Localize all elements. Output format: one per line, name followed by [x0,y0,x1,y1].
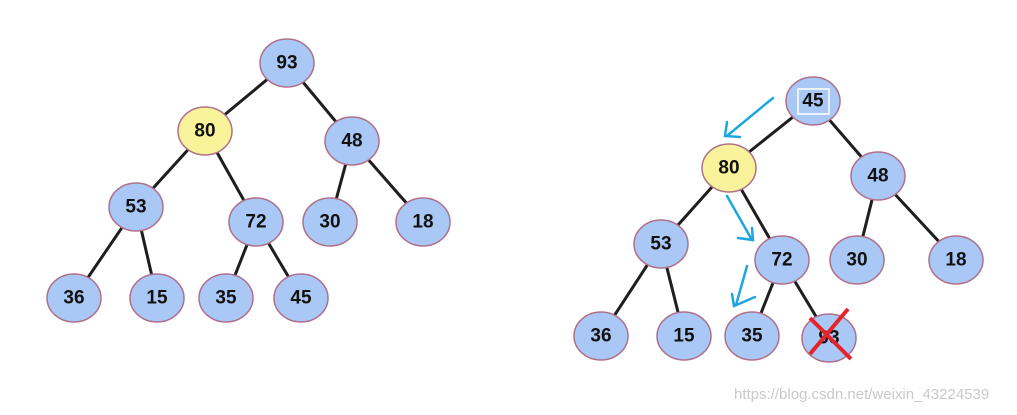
left-tree: 93 80 48 53 72 30 18 36 15 35 45 [46,38,451,323]
node-label: 72 [771,250,792,271]
tree-node: 18 [395,197,451,247]
node-label: 36 [63,288,84,309]
tree-node-root: 45 [785,76,841,126]
node-label: 35 [215,288,237,309]
node-label: 93 [276,53,297,74]
node-label: 15 [673,326,695,347]
arrow-icon [730,264,757,308]
tree-node: 36 [46,273,102,323]
node-label: 72 [245,212,266,233]
tree-node-highlighted: 80 [701,143,757,193]
node-label: 45 [290,288,312,309]
node-label: 18 [412,212,433,233]
tree-node: 30 [302,197,358,247]
tree-node: 48 [324,116,380,166]
arrow-icon [723,96,775,139]
left-edges [72,61,425,299]
cross-icon [808,307,853,361]
tree-node: 72 [228,197,284,247]
tree-node: 35 [198,273,254,323]
node-label: 18 [945,250,966,271]
node-label: 80 [194,121,215,142]
tree-node: 15 [129,273,185,323]
tree-node: 53 [108,182,164,232]
tree-node: 48 [850,151,906,201]
watermark: https://blog.csdn.net/weixin_43224539 [734,386,990,403]
node-label: 45 [802,91,824,112]
right-edges [599,99,958,339]
node-label: 15 [146,288,168,309]
tree-node: 36 [573,311,629,361]
node-label: 36 [590,326,611,347]
node-label: 30 [319,212,340,233]
tree-node: 72 [754,235,810,285]
arrow-icon [725,194,755,242]
tree-node: 18 [928,235,984,285]
tree-node-highlighted: 80 [177,106,233,156]
node-label: 80 [718,158,739,179]
tree-node: 93 [259,38,315,88]
tree-node: 35 [724,311,780,361]
tree-node: 15 [656,311,712,361]
tree-node: 53 [633,219,689,269]
node-label: 48 [867,166,888,187]
node-label: 48 [341,131,362,152]
node-label: 35 [741,326,763,347]
tree-node: 45 [273,273,329,323]
right-tree: 45 80 48 53 72 30 18 36 15 35 93 [573,76,984,363]
node-label: 53 [650,234,671,255]
node-label: 30 [846,250,867,271]
tree-node: 30 [829,235,885,285]
node-label: 53 [125,197,146,218]
